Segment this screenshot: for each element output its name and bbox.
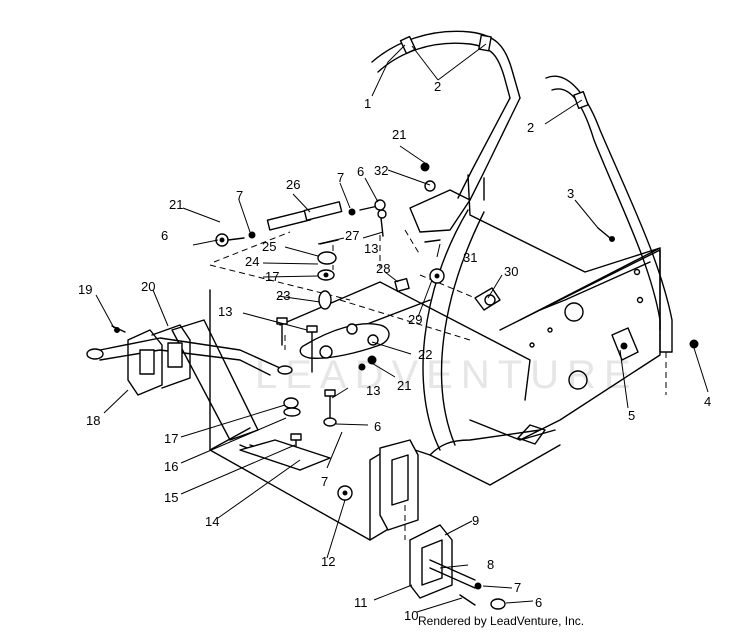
callout-9: 9 (472, 513, 479, 528)
callout-6: 6 (535, 595, 542, 610)
callout-3: 3 (567, 186, 574, 201)
callout-6: 6 (161, 228, 168, 243)
callout-30: 30 (504, 264, 518, 279)
callout-24: 24 (245, 254, 259, 269)
handlebar-tube-left (371, 30, 521, 201)
bolts-and-spacers (239, 317, 337, 471)
center-linkage (299, 239, 410, 371)
callout-17: 17 (164, 431, 178, 446)
render-credit: Rendered by LeadVenture, Inc. (418, 614, 585, 628)
callout-5: 5 (628, 408, 635, 423)
callout-29: 29 (408, 312, 422, 327)
callout-21: 21 (392, 127, 406, 142)
callout-13: 13 (366, 383, 380, 398)
leader-lines (95, 43, 709, 613)
callout-31: 31 (463, 250, 477, 265)
handlebar-tube-right (545, 75, 673, 395)
callout-7: 7 (236, 188, 243, 203)
callout-27: 27 (345, 228, 359, 243)
callout-7: 7 (321, 474, 328, 489)
callout-21: 21 (169, 197, 183, 212)
callout-14: 14 (205, 514, 219, 529)
callout-labels: 1 2 2 3 4 5 6 6 6 6 7 7 7 7 8 9 10 11 12… (78, 79, 711, 623)
callout-25: 25 (262, 239, 276, 254)
callout-13: 13 (364, 241, 378, 256)
lower-bracket (337, 439, 506, 610)
callout-7: 7 (514, 580, 521, 595)
callout-26: 26 (286, 177, 300, 192)
callout-11: 11 (354, 595, 368, 610)
callout-13: 13 (218, 304, 232, 319)
callout-28: 28 (376, 261, 390, 276)
right-hardware (111, 227, 699, 361)
callout-17: 17 (265, 269, 279, 284)
callout-16: 16 (164, 459, 178, 474)
upper-bracket (377, 162, 471, 243)
left-brackets (86, 324, 293, 396)
callout-23: 23 (276, 288, 290, 303)
callout-2: 2 (434, 79, 441, 94)
callout-20: 20 (141, 279, 155, 294)
callout-1: 1 (364, 96, 371, 111)
roller-assembly (215, 199, 386, 247)
callout-4: 4 (704, 394, 711, 409)
callout-18: 18 (86, 413, 100, 428)
clip-and-washer (429, 268, 501, 311)
callout-10: 10 (404, 608, 418, 623)
callout-6: 6 (357, 164, 364, 179)
callout-21: 21 (397, 378, 411, 393)
callout-32: 32 (374, 163, 388, 178)
callout-7: 7 (337, 170, 344, 185)
callout-6: 6 (374, 419, 381, 434)
callout-12: 12 (321, 554, 335, 569)
callout-2: 2 (527, 120, 534, 135)
callout-8: 8 (487, 557, 494, 572)
callout-15: 15 (164, 490, 178, 505)
callout-19: 19 (78, 282, 92, 297)
callout-22: 22 (418, 347, 432, 362)
